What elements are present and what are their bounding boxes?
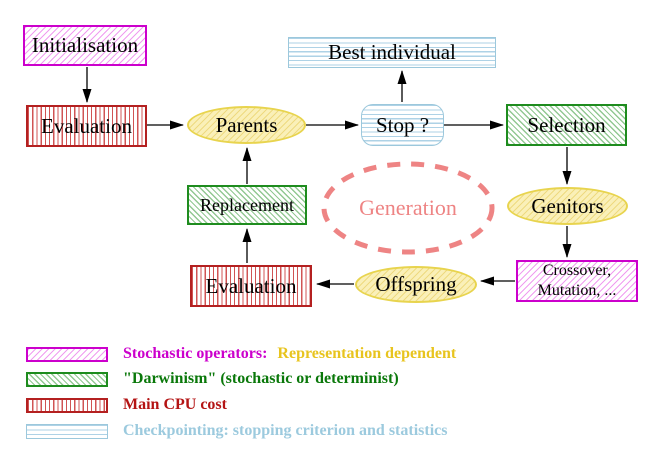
node-best-individual: Best individual bbox=[288, 37, 496, 68]
node-genitors: Genitors bbox=[507, 187, 628, 225]
legend-label-checkpointing: Checkpointing: stopping criterion and st… bbox=[123, 422, 448, 439]
node-genitors-label: Genitors bbox=[531, 193, 604, 218]
node-crossover-label-line2: Mutation, ... bbox=[537, 282, 617, 299]
node-selection-label: Selection bbox=[527, 112, 606, 137]
node-evaluation-bottom-label: Evaluation bbox=[205, 273, 297, 298]
legend-row-checkpointing: Checkpointing: stopping criterion and st… bbox=[26, 422, 448, 439]
node-evaluation-top-label: Evaluation bbox=[41, 113, 132, 138]
node-best-individual-label: Best individual bbox=[328, 40, 456, 65]
node-parents-label: Parents bbox=[215, 112, 278, 137]
legend-row-main-cpu-cost: Main CPU cost bbox=[26, 396, 227, 413]
node-replacement: Replacement bbox=[187, 185, 307, 225]
node-initialisation-label: Initialisation bbox=[31, 33, 139, 58]
node-stop-label: Stop ? bbox=[375, 112, 430, 137]
node-selection: Selection bbox=[506, 104, 627, 146]
legend-row-stochastic-operators: Stochastic operators: Representation dep… bbox=[26, 345, 457, 362]
legend-label-stochastic-operators: Stochastic operators: bbox=[123, 345, 268, 362]
legend-label-main-cpu-cost: Main CPU cost bbox=[123, 396, 227, 413]
node-evaluation-top: Evaluation bbox=[26, 105, 147, 147]
legend-swatch-red-vertical-lines bbox=[26, 397, 108, 413]
node-crossover-label-line1: Crossover, bbox=[542, 262, 612, 279]
legend-row-darwinism: "Darwinism" (stochastic or determinist) bbox=[26, 370, 399, 387]
node-stop: Stop ? bbox=[361, 104, 444, 146]
generation-label: Generation bbox=[359, 195, 457, 220]
legend-label-darwinism: "Darwinism" (stochastic or determinist) bbox=[123, 370, 399, 387]
node-parents: Parents bbox=[187, 106, 306, 144]
node-offspring-label: Offspring bbox=[375, 272, 457, 297]
legend-label-representation-dependent: Representation dependent bbox=[277, 345, 457, 362]
legend-swatch-magenta-diagonal-hatch bbox=[26, 346, 108, 362]
legend-swatch-cyan-horizontal-lines bbox=[26, 423, 108, 439]
node-crossover-mutation: Crossover, Mutation, ... bbox=[516, 260, 638, 302]
node-initialisation: Initialisation bbox=[23, 25, 147, 66]
node-replacement-label: Replacement bbox=[200, 194, 294, 215]
legend-swatch-green-diagonal-hatch bbox=[26, 371, 108, 387]
node-offspring: Offspring bbox=[355, 266, 477, 303]
node-evaluation-bottom: Evaluation bbox=[190, 265, 312, 307]
